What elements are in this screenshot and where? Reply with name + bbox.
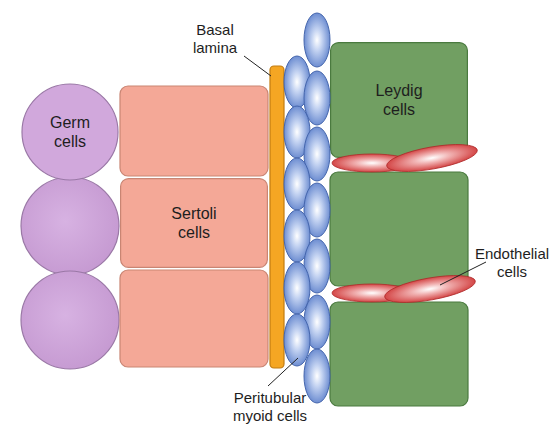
sertoli-cell: [120, 270, 268, 367]
leydig-cell: [330, 172, 468, 286]
myoid-cell: [304, 349, 330, 403]
cell-label: Germ cells: [35, 113, 105, 151]
myoid-cell: [304, 13, 330, 67]
structure-label: Endothelial cells: [470, 245, 554, 281]
leydig-cell-outline: [330, 42, 468, 158]
germ-cell-outline: [21, 83, 119, 181]
basal-lamina: [270, 66, 284, 368]
node-text-group: Germ cells: [35, 113, 105, 151]
structure-label: Basal lamina: [175, 21, 255, 57]
node-text-group: Sertoli cells: [154, 204, 234, 242]
germ-cell: [21, 271, 119, 369]
myoid-cell: [284, 314, 310, 366]
sertoli-cell: Sertoli cells: [120, 178, 268, 268]
leader-line: [268, 358, 298, 386]
sertoli-cell-shape: [121, 179, 268, 268]
germ-cell: [21, 177, 119, 275]
germ-cell: Germ cells: [21, 83, 119, 181]
leader-line: [440, 262, 486, 285]
leydig-cell: Leydig cells: [330, 42, 468, 158]
leydig-cell-shape: [331, 43, 468, 158]
endothelial-cells: [332, 139, 479, 308]
cell-label: Leydig cells: [364, 81, 434, 119]
leader-line: [244, 56, 271, 76]
myoid-cells: [284, 13, 330, 403]
germ-cell-shape: [22, 84, 118, 180]
sertoli-cell: [120, 86, 268, 176]
sertoli-cell-outline: [120, 178, 268, 268]
cell-label: Sertoli cells: [154, 204, 234, 242]
leader-lines: [244, 56, 486, 386]
endothelial-cell: [383, 270, 477, 308]
node-text-group: Leydig cells: [364, 81, 434, 119]
endothelial-cell: [385, 139, 479, 177]
structure-label: Peritubular myoid cells: [220, 389, 320, 425]
leydig-cell: [330, 302, 468, 406]
